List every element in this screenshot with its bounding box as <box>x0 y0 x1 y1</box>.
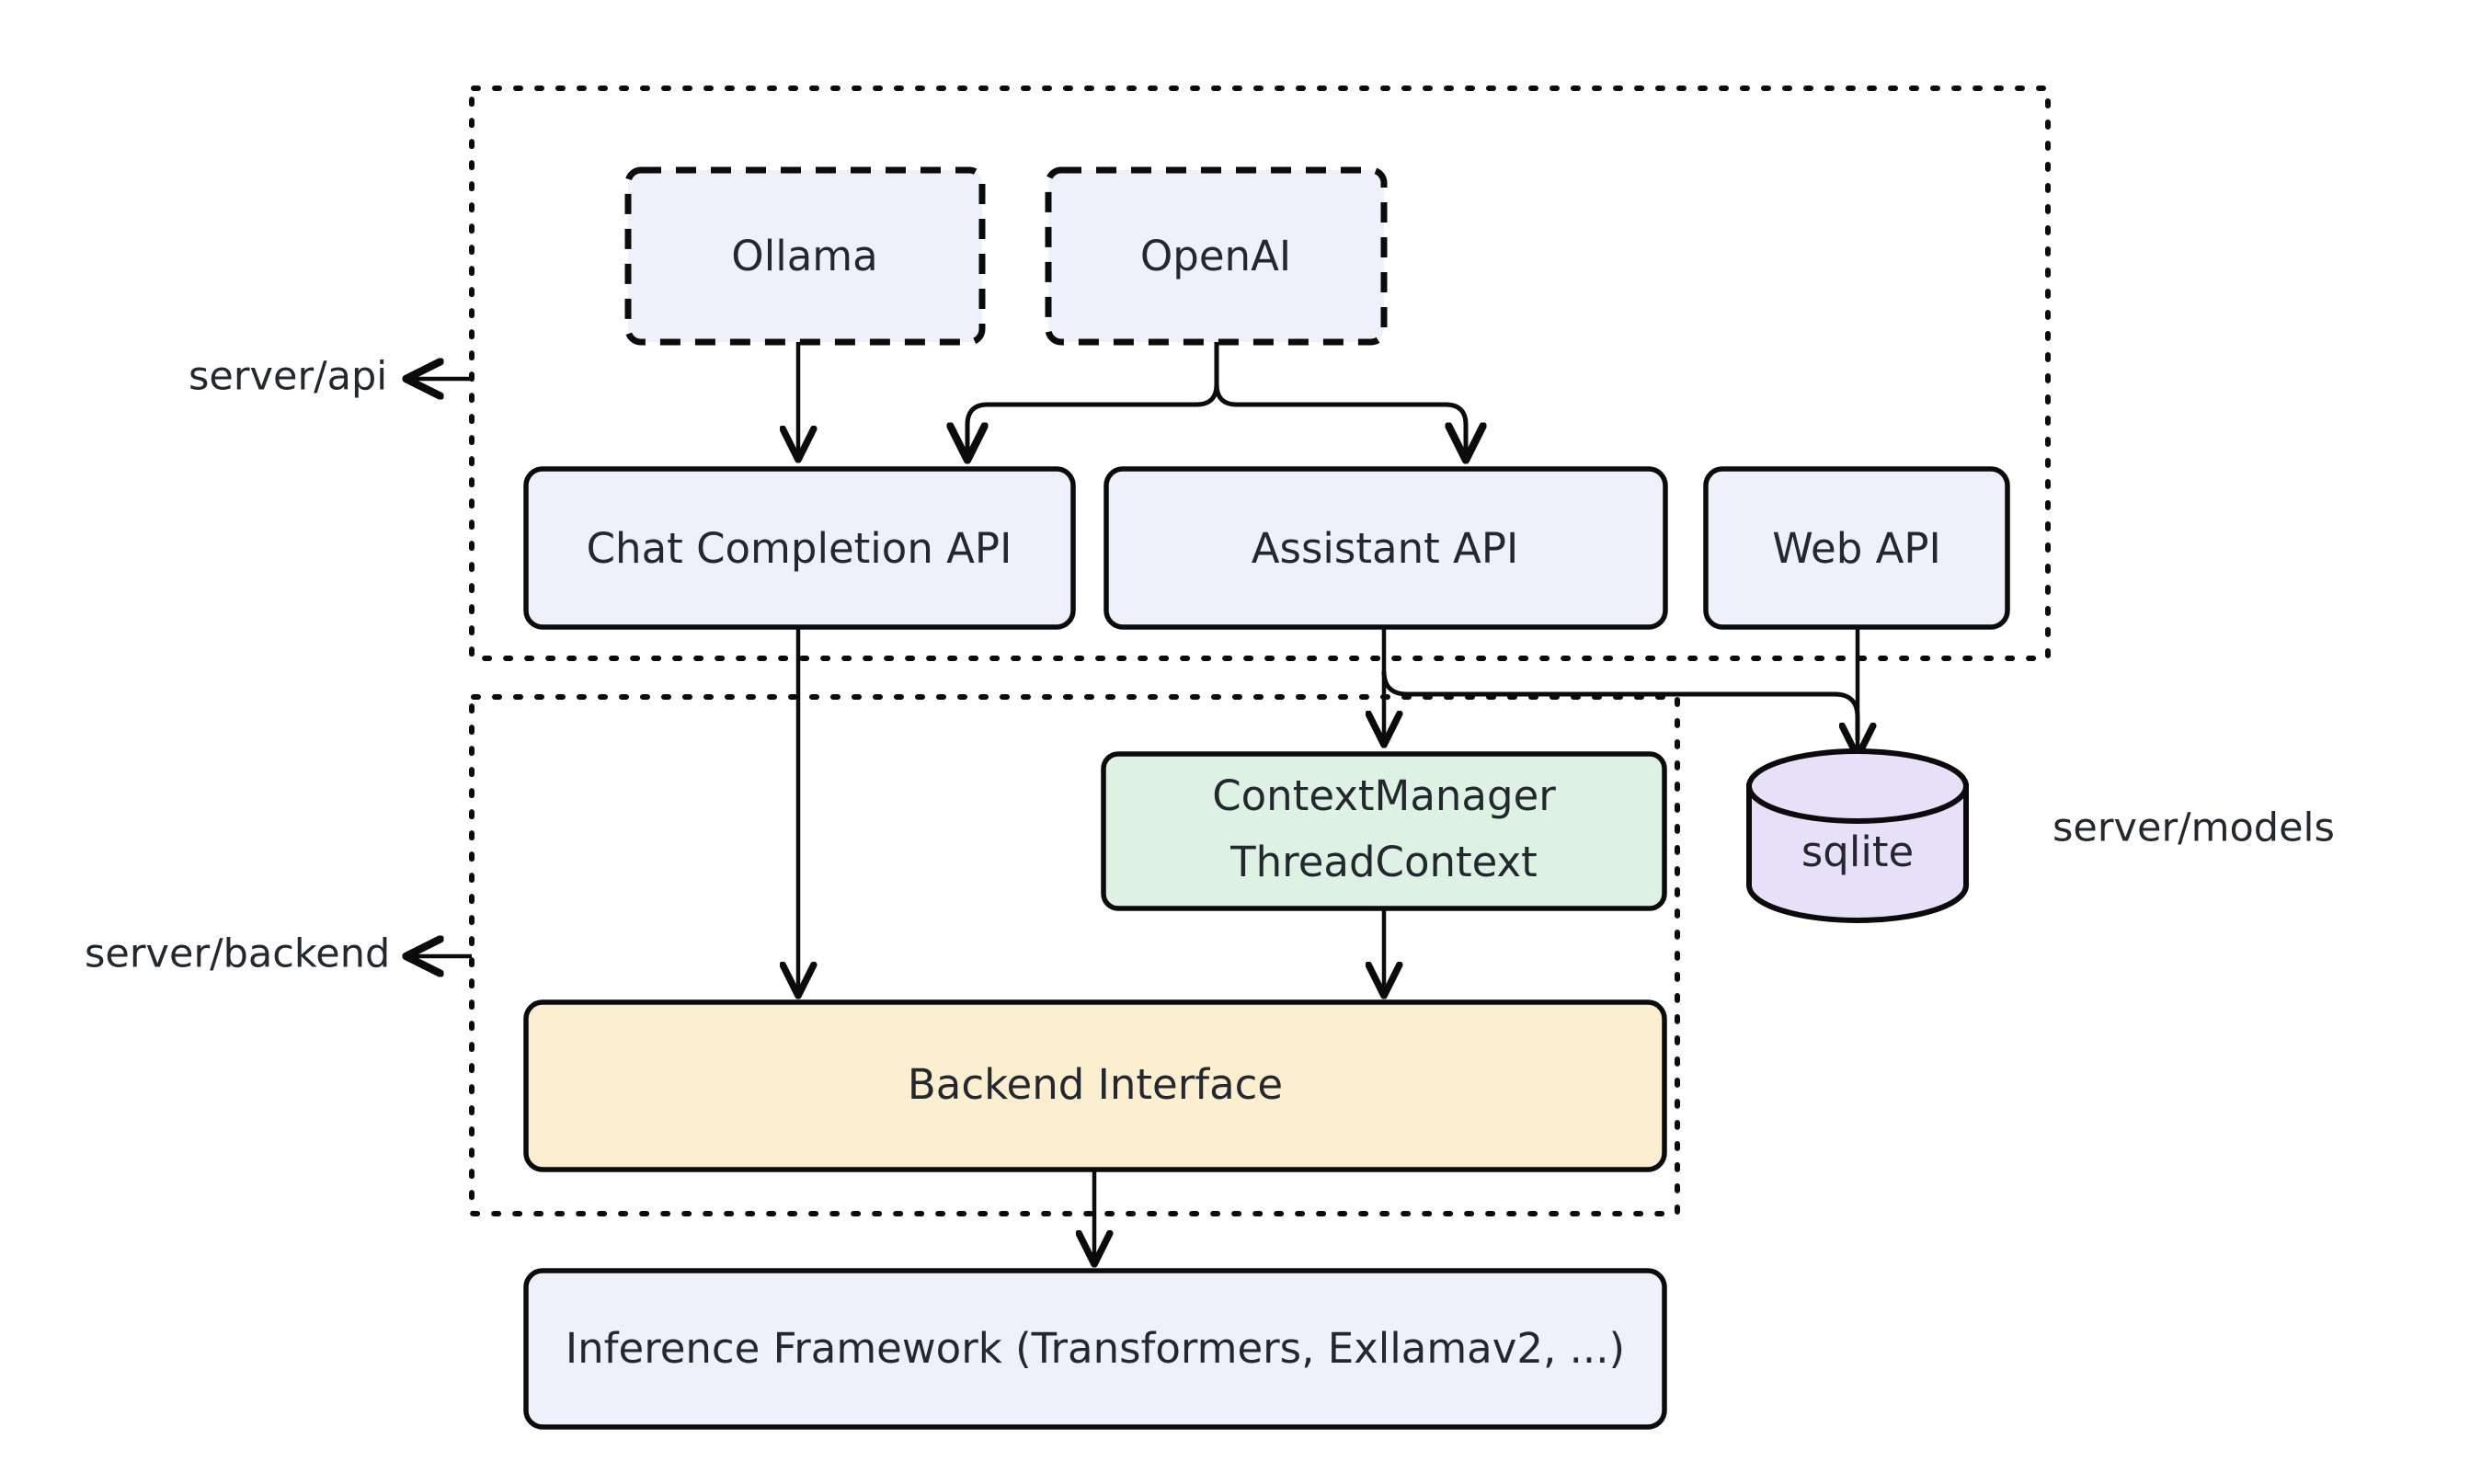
node-web-api-shape <box>1703 466 2010 630</box>
node-backend-interface-shape <box>523 999 1667 1172</box>
node-openai-label: OpenAI <box>1140 232 1291 280</box>
node-sqlite[interactable]: sqlite <box>1746 748 1969 923</box>
edge-openai-to-chat-api <box>967 383 1219 455</box>
edge-openai-to-assistant-api <box>1214 383 1466 455</box>
node-ollama[interactable]: Ollama <box>624 166 986 346</box>
node-context-manager-label-line1: ContextManager <box>1212 771 1556 820</box>
node-sqlite-label: sqlite <box>1801 828 1914 876</box>
group-label-server-models: server/models <box>2053 805 2335 851</box>
node-context-manager-shape <box>1101 751 1667 911</box>
edge-assistant-api-to-sqlite <box>1381 670 1860 740</box>
node-ollama-label: Ollama <box>731 232 877 280</box>
node-web-api[interactable]: Web API <box>1703 466 2010 630</box>
node-assistant-api-label: Assistant API <box>1252 524 1519 573</box>
node-openai-shape <box>1045 166 1388 346</box>
node-assistant-api-shape <box>1103 466 1668 630</box>
group-server-backend-container <box>469 694 1680 1216</box>
node-context-manager-label-line2: ThreadContext <box>1229 838 1538 886</box>
node-inference-framework[interactable]: Inference Framework (Transformers, Exlla… <box>523 1268 1667 1430</box>
node-inference-framework-label: Inference Framework (Transformers, Exlla… <box>566 1324 1625 1373</box>
node-inference-framework-shape <box>523 1268 1667 1430</box>
node-chat-completion-api-label: Chat Completion API <box>587 524 1012 573</box>
node-sqlite-top-ellipse <box>1746 748 1969 824</box>
node-chat-completion-api-shape <box>523 466 1076 630</box>
group-label-server-api: server/api <box>189 354 387 400</box>
node-backend-interface[interactable]: Backend Interface <box>523 999 1667 1172</box>
node-backend-interface-label: Backend Interface <box>908 1060 1283 1109</box>
group-label-server-backend: server/backend <box>85 931 390 977</box>
node-sqlite-shape <box>1746 783 1969 923</box>
group-server-api-container <box>469 86 2051 661</box>
node-web-api-label: Web API <box>1772 524 1941 573</box>
node-ollama-shape <box>624 166 986 346</box>
node-openai[interactable]: OpenAI <box>1045 166 1388 346</box>
node-context-manager[interactable]: ContextManager ThreadContext <box>1101 751 1667 911</box>
node-chat-completion-api[interactable]: Chat Completion API <box>523 466 1076 630</box>
node-assistant-api[interactable]: Assistant API <box>1103 466 1668 630</box>
